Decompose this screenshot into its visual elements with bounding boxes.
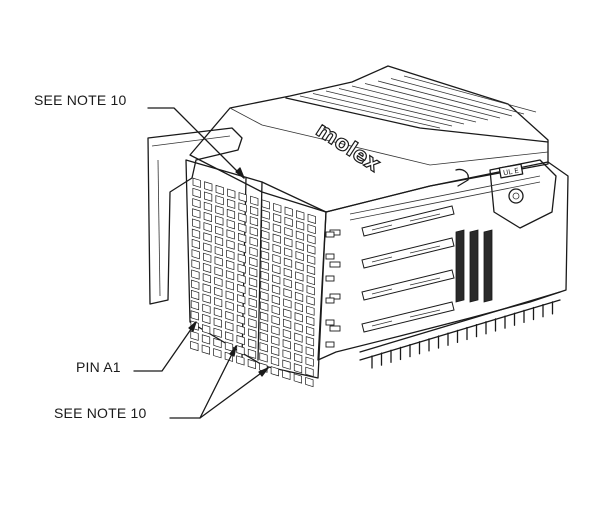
callout-pin-a1: PIN A1 xyxy=(76,359,121,375)
callout-see-note-10-top: SEE NOTE 10 xyxy=(34,92,127,108)
pin-grid xyxy=(190,177,316,388)
svg-text:molex: molex xyxy=(312,117,385,176)
right-body: UL E xyxy=(317,159,569,369)
left-guide-bracket xyxy=(147,127,243,305)
front-face xyxy=(185,159,335,388)
top-housing xyxy=(189,65,549,213)
leader-lines xyxy=(133,107,269,419)
svg-text:UL E: UL E xyxy=(503,167,520,178)
molex-logo: molex xyxy=(311,117,385,177)
callout-see-note-10-bottom: SEE NOTE 10 xyxy=(54,405,147,421)
